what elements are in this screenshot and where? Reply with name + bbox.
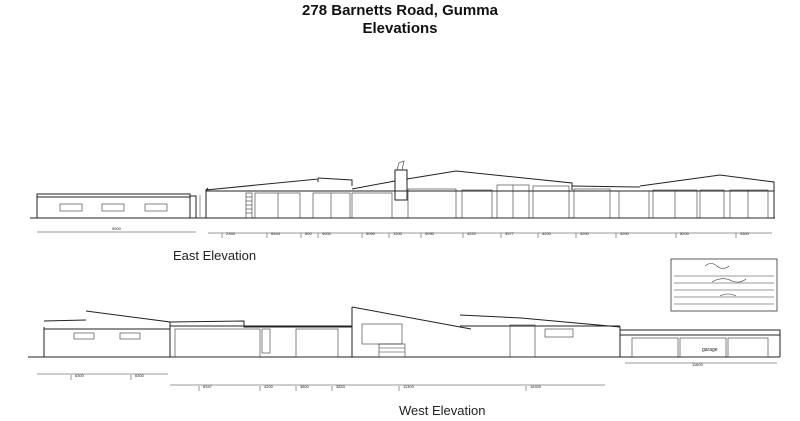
- west-elevation-caption: West Elevation: [399, 403, 486, 418]
- west-dim-label: 11300: [403, 384, 415, 389]
- west-dim-label: 8347: [203, 384, 213, 389]
- west-dim-label: 4200: [264, 384, 274, 389]
- garage-label: garage: [702, 347, 718, 353]
- east-dim-label: 4200: [580, 231, 590, 236]
- east-dim-label: 4200: [620, 231, 630, 236]
- page-title: 278 Barnetts Road, Gumma: [302, 2, 498, 19]
- east-dim-label: 5090: [425, 231, 435, 236]
- east-dim-label: 1200: [393, 231, 403, 236]
- page-subtitle: Elevations: [362, 20, 438, 37]
- east-dim-label: 6544: [271, 231, 281, 236]
- east-dim-label: 4300: [740, 231, 750, 236]
- east-dim-label: 8200: [680, 231, 690, 236]
- garage-dim: 11600: [692, 362, 704, 367]
- east-elevation: 9000 2353 6544 500 4000 5090 1200 5090 4220 3577…: [30, 160, 775, 238]
- east-dim-label: 5090: [366, 231, 376, 236]
- west-dim-label: 3800: [300, 384, 310, 389]
- east-dimension-labels: 2353 6544 500 4000 5090 1200 5090 4220 3577 4200 4…: [221, 231, 750, 238]
- approval-stamp: [670, 258, 778, 312]
- west-dim-label: 6300: [135, 373, 145, 378]
- east-dim-label: 500: [305, 231, 312, 236]
- west-left-dimension-labels: 6300 6300: [70, 373, 145, 380]
- east-dim-label: 2353: [226, 231, 236, 236]
- east-dim-label: 3577: [505, 231, 515, 236]
- west-dim-label: 16400: [530, 384, 542, 389]
- east-dim-label: 4220: [467, 231, 477, 236]
- west-dim-label: 6300: [75, 373, 85, 378]
- east-dim-label: 4000: [322, 231, 332, 236]
- west-main-dimension-labels: 8347 4200 3800 3853 11300 16400: [198, 384, 542, 391]
- west-dim-label: 3853: [336, 384, 346, 389]
- west-elevation: garage 11600 6300 6300 8347 4200 3800 3853 11…: [28, 306, 781, 391]
- east-elevation-caption: East Elevation: [173, 248, 257, 263]
- east-dim-label: 4200: [542, 231, 552, 236]
- east-left-dim: 9000: [112, 226, 122, 231]
